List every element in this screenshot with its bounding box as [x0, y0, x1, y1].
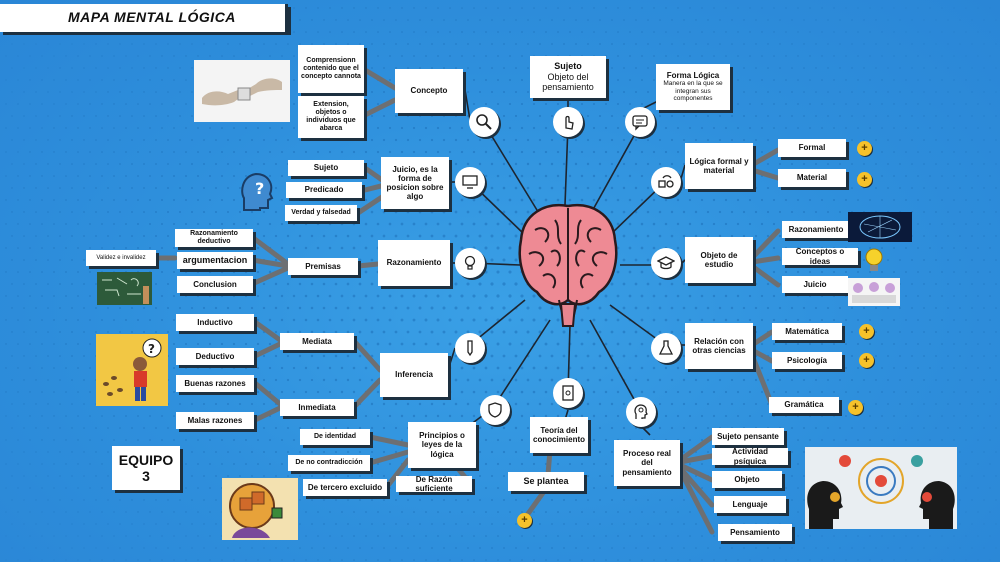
svg-text:?: ? — [255, 179, 264, 198]
sujeto-title: Sujeto — [554, 61, 582, 72]
search-icon-circle — [469, 107, 499, 137]
sujeto-item: Sujeto — [288, 160, 364, 176]
relacion-box: Relación con otras ciencias — [685, 323, 753, 369]
validez-box: Validez e invalidez — [86, 250, 156, 266]
head-gear-icon — [634, 404, 648, 419]
document-icon-circle — [553, 378, 583, 408]
pen-icon — [467, 340, 473, 357]
cycle-icon-circle — [651, 167, 681, 197]
premisas-box: Premisas — [288, 258, 358, 275]
buenas-razones-box: Buenas razones — [176, 375, 254, 392]
flask-icon-circle — [651, 333, 681, 363]
forma-logica-title: Forma Lógica — [666, 71, 720, 81]
touch-icon — [565, 115, 574, 130]
sujeto-pensante-box: Sujeto pensante — [712, 428, 784, 445]
chalkboard-image — [97, 272, 152, 305]
lightbulb-image — [860, 246, 888, 274]
conceptos-ideas-box: Conceptos o ideas — [782, 247, 858, 266]
puzzle-hands-image — [194, 60, 290, 122]
lightbulb-icon — [464, 255, 476, 270]
material-box: Material — [778, 169, 846, 187]
inmediata-box: Inmediata — [280, 399, 354, 416]
principios-box: Principios o leyes de la lógica — [408, 422, 476, 468]
monitor-icon-circle — [455, 167, 485, 197]
razonamiento-item: Razonamiento — [782, 221, 850, 238]
concepto-box: Concepto — [395, 69, 463, 113]
predicado-item: Predicado — [286, 182, 362, 198]
heads-gears-image — [805, 447, 957, 529]
proceso-box: Proceso real del pensamiento — [614, 440, 680, 486]
actividad-psiquica-box: Actividad psíquica — [712, 447, 788, 466]
lightbulb-icon-circle — [455, 248, 485, 278]
team-label: EQUIPO — [118, 451, 174, 468]
malas-razones-box: Malas razones — [176, 412, 254, 429]
plus-button-matematica[interactable]: + — [859, 324, 874, 339]
cycle-icon — [658, 175, 674, 188]
svg-text:?: ? — [148, 342, 155, 356]
forma-logica-box: Forma Lógica Manera en la que se integra… — [656, 64, 730, 110]
touch-icon-circle — [553, 107, 583, 137]
plus-button-material[interactable]: + — [857, 172, 872, 187]
document-icon — [562, 385, 574, 401]
monitor-icon — [462, 175, 478, 189]
extension-box: Extension, objetos o individuos que abar… — [298, 96, 364, 138]
shield-icon — [488, 402, 502, 418]
inductivo-box: Inductivo — [176, 314, 254, 331]
razonamiento-deductivo-box: Razonamiento deductivo — [175, 229, 253, 247]
mediata-box: Mediata — [280, 333, 354, 350]
chat-icon — [632, 115, 648, 131]
boy-question-image: ? — [96, 334, 168, 406]
search-icon — [476, 114, 492, 130]
plus-button-psicologia[interactable]: + — [859, 353, 874, 368]
deductivo-box: Deductivo — [176, 348, 254, 365]
pensamiento-box: Pensamiento — [718, 524, 792, 541]
tercero-excluido-box: De tercero excluido — [303, 479, 387, 496]
teoria-box: Teoría del conocimiento — [530, 417, 588, 453]
objeto-estudio-box: Objeto de estudio — [685, 237, 753, 283]
forma-logica-subtitle: Manera en la que se integran sus compone… — [663, 80, 723, 103]
verdad-falsedad-item: Verdad y falsedad — [285, 205, 357, 221]
gramatica-box: Gramática — [769, 397, 839, 413]
lenguaje-box: Lenguaje — [714, 496, 786, 513]
graduation-cap-icon-circle — [651, 248, 681, 278]
matematica-box: Matemática — [772, 323, 842, 340]
se-plantea-box: Se plantea — [508, 472, 584, 491]
page-title: MAPA MENTAL LÓGICA — [68, 9, 236, 25]
argumentacion-box: argumentacion — [177, 252, 253, 269]
brain-network-image — [848, 212, 912, 242]
inferencia-box: Inferencia — [380, 353, 448, 397]
conclusion-box: Conclusion — [177, 276, 253, 293]
plus-button-formal[interactable]: + — [857, 141, 872, 156]
graduation-cap-icon — [657, 256, 675, 270]
head-question-image: ? — [238, 170, 276, 212]
brain-icon — [518, 204, 618, 327]
razon-suficiente-box: De Razón suficiente — [396, 475, 472, 493]
logica-formal-box: Lógica formal y material — [685, 143, 753, 189]
flask-icon — [658, 340, 674, 355]
objeto-item: Objeto — [712, 471, 782, 488]
no-contradiccion-box: De no contradicción — [288, 455, 370, 471]
head-gear-icon-circle — [626, 397, 656, 427]
judges-image — [848, 278, 900, 306]
razonamiento-box: Razonamiento — [378, 240, 450, 286]
team-number: 3 — [142, 468, 150, 484]
title-bar: MAPA MENTAL LÓGICA — [0, 4, 288, 32]
plus-button-gramatica[interactable]: + — [848, 400, 863, 415]
shield-icon-circle — [480, 395, 510, 425]
juicio-item: Juicio — [782, 276, 848, 293]
pen-icon-circle — [455, 333, 485, 363]
sujeto-box: Sujeto Objeto del pensamiento — [530, 56, 606, 98]
psicologia-box: Psicología — [772, 352, 842, 369]
juicio-box: Juicio, es la forma de posicion sobre al… — [381, 157, 449, 209]
team-box: EQUIPO 3 — [112, 446, 180, 490]
sujeto-subtitle: Objeto del pensamiento — [542, 71, 594, 93]
chat-icon-circle — [625, 107, 655, 137]
comprension-box: Comprensionn contenido que el concepto c… — [298, 45, 364, 93]
plus-button-se-plantea[interactable]: + — [517, 513, 532, 528]
identidad-box: De identidad — [300, 429, 370, 445]
puzzle-head-image — [222, 478, 298, 540]
formal-box: Formal — [778, 139, 846, 157]
